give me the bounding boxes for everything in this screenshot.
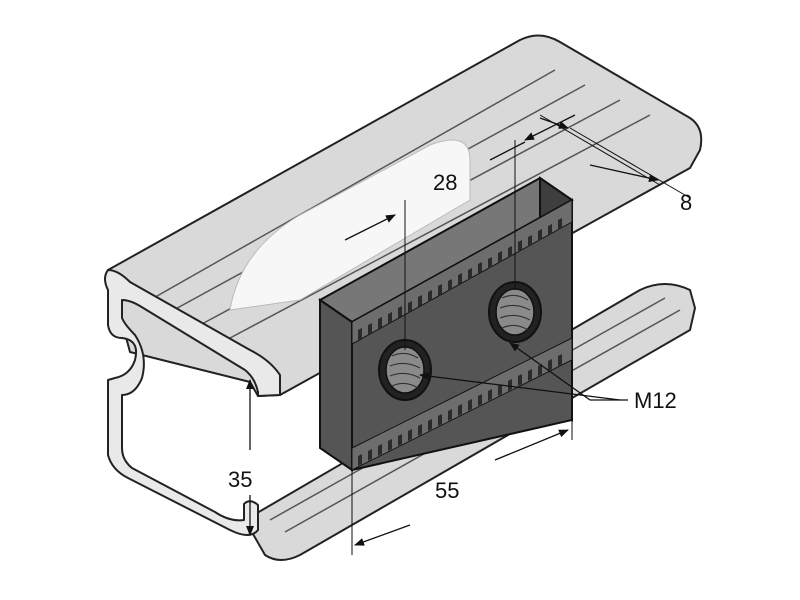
- plate-serrations-upper: [351, 199, 573, 345]
- height-label: 35: [228, 467, 252, 492]
- threaded-hole-right: [488, 281, 542, 343]
- offset-dimension-line: [589, 164, 659, 182]
- length-dimension-line: [354, 524, 411, 546]
- plate-front-face: [319, 298, 353, 472]
- plate-serrations-lower: [351, 337, 573, 471]
- offset-label: 8: [680, 190, 692, 215]
- rail-slot-shadow: [229, 139, 471, 311]
- pitch-label: 28: [433, 170, 457, 195]
- thread-size-label: M12: [634, 388, 677, 413]
- length-label: 55: [435, 478, 459, 503]
- thread-leader-line: [419, 372, 621, 401]
- threaded-hole-left: [378, 339, 432, 401]
- dimension-annotations: [246, 114, 691, 555]
- pitch-dimension-line: [344, 214, 396, 241]
